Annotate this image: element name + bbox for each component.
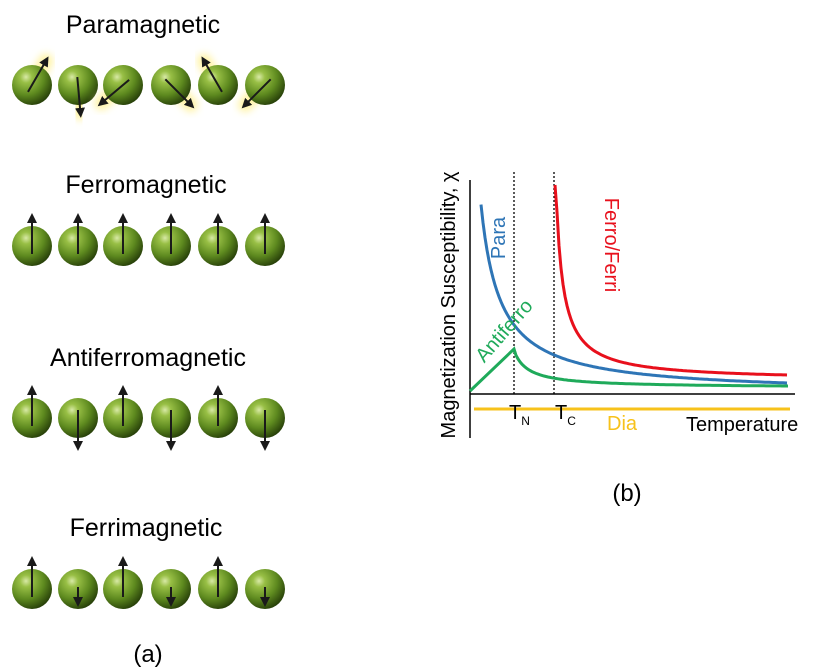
neel-temperature-label: TN: [509, 402, 530, 428]
spin-arrow: [164, 78, 195, 109]
atom: [198, 554, 238, 609]
row-title-antiferromagnetic: Antiferromagnetic: [50, 344, 246, 372]
row-title-paramagnetic: Paramagnetic: [66, 11, 220, 39]
atom: [151, 398, 191, 453]
panel-b-caption: (b): [612, 480, 641, 507]
antiferro-curve: [468, 346, 788, 393]
panel-a-caption: (a): [133, 641, 162, 668]
ferrimagnetic-row: [12, 554, 285, 609]
spin-arrow: [201, 56, 223, 93]
ferromagnetic-row: [12, 211, 285, 266]
spin-arrow: [27, 56, 49, 93]
atom: [12, 554, 52, 609]
panel-a: Paramagnetic Ferromagnetic Antiferromagn…: [12, 11, 285, 668]
atom: [103, 383, 143, 438]
para-label: Para: [488, 216, 510, 259]
atom: [238, 65, 285, 112]
row-title-ferromagnetic: Ferromagnetic: [65, 171, 226, 199]
atom: [12, 53, 53, 105]
spin-arrow: [241, 78, 272, 109]
curie-temperature-label: TC: [555, 402, 576, 428]
paramagnetic-row: [12, 53, 285, 120]
atom: [12, 383, 52, 438]
spin-arrow: [75, 76, 85, 118]
atom: [103, 554, 143, 609]
atom: [94, 65, 143, 110]
atom: [245, 398, 285, 453]
dia-label: Dia: [607, 413, 638, 435]
atom: [103, 211, 143, 266]
row-title-ferrimagnetic: Ferrimagnetic: [70, 514, 223, 542]
atom: [245, 211, 285, 266]
ferro-ferri-label: Ferro/Ferri: [600, 198, 622, 292]
atom: [198, 211, 238, 266]
atom: [198, 383, 238, 438]
atom: [151, 65, 198, 112]
x-axis-title: Temperature: [686, 414, 798, 436]
atom: [58, 398, 98, 453]
atom: [58, 569, 98, 609]
atom: [245, 569, 285, 609]
atom: [12, 211, 52, 266]
y-axis-title: Magnetization Susceptibility, χ: [438, 171, 460, 438]
atom: [151, 211, 191, 266]
atom: [197, 53, 238, 105]
spin-arrow: [97, 79, 130, 107]
para-curve: [479, 204, 788, 385]
ferro-ferri-curve: [553, 184, 788, 377]
atom: [58, 65, 98, 120]
atom: [151, 569, 191, 609]
panel-b: Para Ferro/Ferri Antiferro Dia TN TC Tem…: [438, 171, 798, 507]
atom: [58, 211, 98, 266]
antiferromagnetic-row: [12, 383, 285, 453]
